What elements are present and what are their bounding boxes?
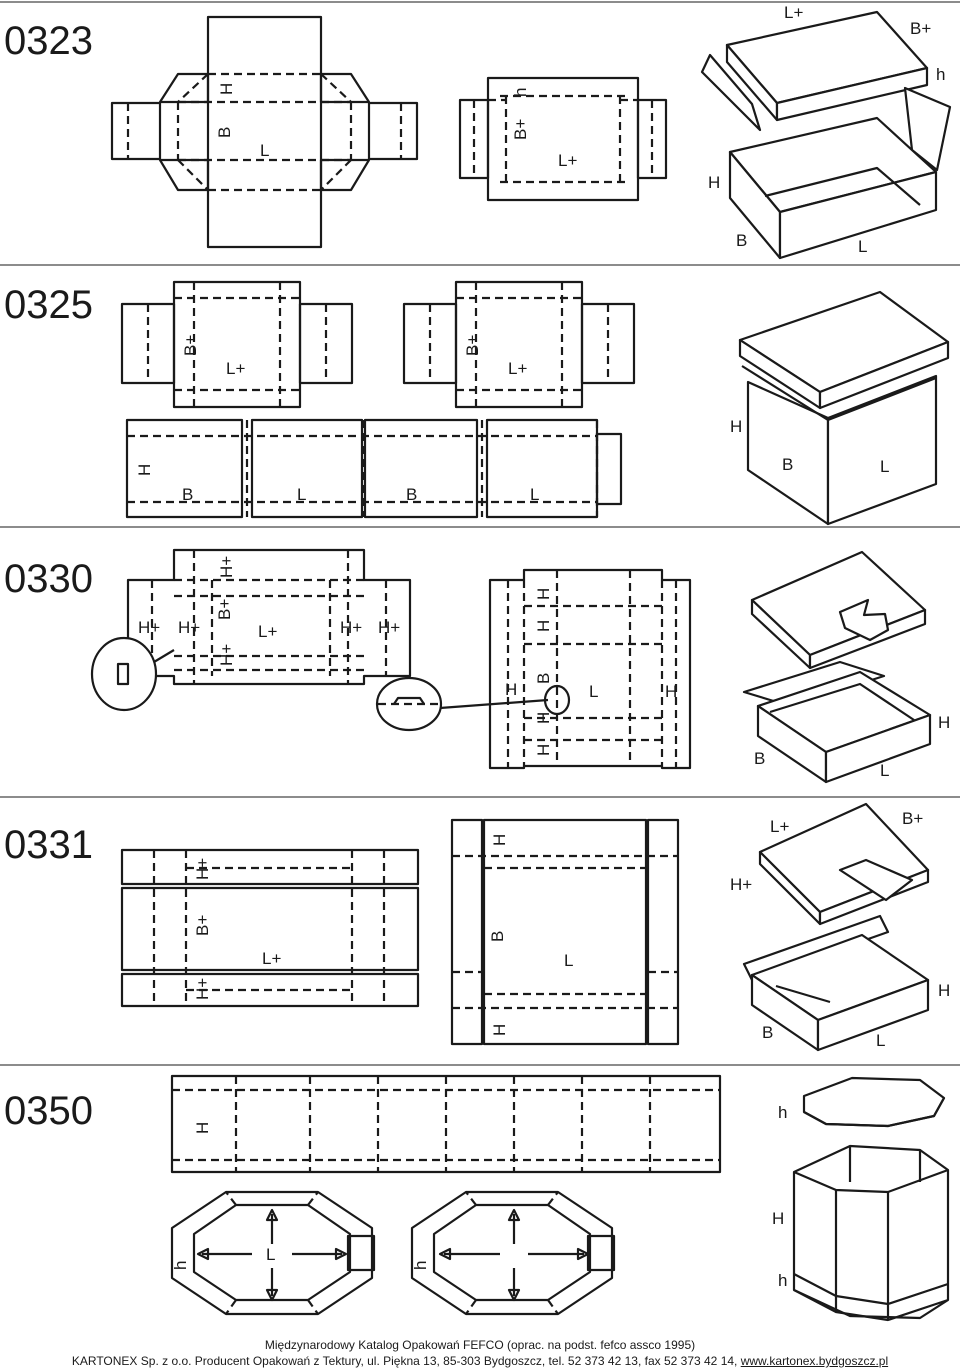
dim-label: L <box>564 951 573 970</box>
wall-strip-0350: H <box>170 1074 722 1174</box>
dim-label: B+ <box>910 19 931 38</box>
lid-net-0331: H+ B+ L+ H+ <box>120 848 420 1008</box>
dim-label: L+ <box>226 359 245 378</box>
dim-label: B <box>534 673 553 684</box>
box-net-0323-a: H B L <box>110 15 419 249</box>
style-code: 0325 <box>4 283 93 327</box>
dim-label: L <box>530 485 539 504</box>
dim-label: L <box>858 237 867 256</box>
style-code: 0350 <box>4 1089 93 1133</box>
dim-label: B+ <box>215 599 234 620</box>
dim-label: H+ <box>193 858 212 880</box>
dim-label: H <box>938 713 950 732</box>
dim-label: L <box>266 1245 275 1264</box>
dim-label: B+ <box>193 915 212 936</box>
dim-label: H+ <box>340 618 362 637</box>
lock-detail-callout-a <box>90 636 175 712</box>
body-strip-0325: H B L B L <box>125 418 623 519</box>
dim-label: L <box>880 457 889 476</box>
footer-contact: KARTONEX Sp. z o.o. Producent Opakowań z… <box>0 1354 960 1368</box>
dim-label: H <box>772 1209 784 1228</box>
octagon-net-0350-a: h L <box>170 1190 376 1316</box>
dim-label: B <box>736 231 747 250</box>
dim-label: L <box>260 141 269 160</box>
style-code: 0330 <box>4 557 93 601</box>
dim-label: H+ <box>730 875 752 894</box>
dim-label: L+ <box>262 949 281 968</box>
dim-label: L <box>297 485 306 504</box>
dim-label: H+ <box>138 618 160 637</box>
dim-label: L <box>880 761 889 780</box>
dim-label: h <box>511 88 530 97</box>
section-0323: 0323 H B L <box>4 3 952 260</box>
dim-label: H <box>135 464 154 476</box>
dim-label: L+ <box>784 3 803 22</box>
dim-label: B <box>488 931 507 942</box>
dim-label: B+ <box>511 119 530 140</box>
dim-label: H <box>217 83 236 95</box>
dim-label: H <box>193 1122 212 1134</box>
footer-contact-text: KARTONEX Sp. z o.o. Producent Opakowań z… <box>71 1354 741 1368</box>
dim-label: H <box>490 834 509 846</box>
section-0350: 0350 H <box>4 1074 950 1322</box>
dim-label: H <box>730 417 742 436</box>
dim-label: H+ <box>217 556 236 578</box>
website-link[interactable]: www.kartonex.bydgoszcz.pl <box>740 1354 889 1368</box>
box-isometric-0323: L+ B+ h H B L <box>700 3 952 260</box>
dim-label: H+ <box>193 978 212 1000</box>
dim-label: H+ <box>217 644 236 666</box>
dim-label: B <box>182 485 193 504</box>
dim-label: H <box>534 744 553 756</box>
style-code: 0331 <box>4 823 93 867</box>
dim-label: L+ <box>558 151 577 170</box>
tray-net-0330: H H B H H H L H <box>488 568 692 770</box>
section-0330: 0330 H+ B+ L+ H+ H+ H+ H+ H+ <box>4 548 950 784</box>
lock-detail-callout-b <box>375 676 571 732</box>
section-0331: 0331 H+ B+ L+ H+ H B <box>4 802 950 1052</box>
dim-label: B+ <box>902 809 923 828</box>
dim-label: L+ <box>508 359 527 378</box>
dim-label: B <box>754 749 765 768</box>
dim-label: H <box>708 173 720 192</box>
footer-catalog-note: Międzynarodowy Katalog Opakowań FEFCO (o… <box>264 1338 696 1352</box>
lid-net-0325-b: B+ L+ <box>402 280 636 409</box>
tray-net-0331: H B L H <box>450 818 680 1046</box>
box-isometric-0330: H B L <box>742 550 950 784</box>
dim-label: H <box>665 682 677 701</box>
lid-net-0330: H+ B+ L+ H+ H+ H+ H+ H+ <box>126 548 412 686</box>
lid-net-0325-a: B+ L+ <box>120 280 354 409</box>
box-net-0323-b: h B+ L+ <box>458 76 668 202</box>
dim-label: L+ <box>258 622 277 641</box>
octagonal-box-isometric-0350: h H h <box>772 1076 950 1322</box>
dim-label: B <box>782 455 793 474</box>
dim-label: h <box>936 65 945 84</box>
dim-label: h <box>778 1271 787 1290</box>
dim-label: H <box>505 680 517 699</box>
dim-label: h <box>778 1103 787 1122</box>
dim-label: H <box>938 981 950 1000</box>
dim-label: L <box>589 682 598 701</box>
section-0325: 0325 B+ L+ B+ L+ <box>4 280 950 526</box>
dim-label: H+ <box>178 618 200 637</box>
octagon-net-0350-b: h <box>410 1190 616 1316</box>
dim-label: H <box>490 1024 509 1036</box>
dim-label: L <box>876 1031 885 1050</box>
dim-label: h <box>171 1261 190 1270</box>
dim-label: B+ <box>463 335 482 356</box>
box-isometric-0331: L+ B+ H+ H B L <box>730 802 950 1052</box>
dim-label: H <box>534 588 553 600</box>
dim-label: H <box>534 620 553 632</box>
dim-label: B+ <box>181 335 200 356</box>
dim-label: B <box>215 127 234 138</box>
dim-label: B <box>406 485 417 504</box>
dim-label: H <box>534 712 553 724</box>
box-isometric-0325: H B L <box>730 290 950 526</box>
style-code: 0323 <box>4 19 93 63</box>
dim-label: h <box>411 1261 430 1270</box>
dim-label: B <box>762 1023 773 1042</box>
dim-label: L+ <box>770 817 789 836</box>
dim-label: H+ <box>378 618 400 637</box>
